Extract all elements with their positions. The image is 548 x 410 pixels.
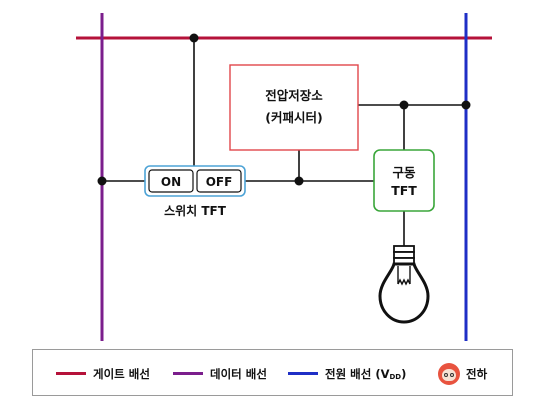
legend-data: 데이터 배선: [173, 350, 267, 397]
storage-label-line2: (커패시터): [265, 110, 322, 125]
storage-capacitor-box: [229, 64, 359, 151]
switch-off-label: OFF: [206, 175, 233, 189]
legend-box: 게이트 배선 데이터 배선 전원 배선 (VDD) 전하: [32, 349, 513, 396]
switch-off-button[interactable]: [196, 169, 242, 193]
junction-dot: [399, 100, 409, 110]
junction-dot: [461, 100, 471, 110]
brand: 전하: [438, 350, 487, 397]
junction-dot: [189, 33, 199, 43]
legend-data-label: 데이터 배선: [210, 366, 267, 381]
junction-dot: [294, 176, 304, 186]
brand-name: 전하: [466, 366, 488, 381]
wiring: [102, 38, 466, 246]
gate-line-swatch: [56, 372, 86, 375]
switch-tft-label: 스위치 TFT: [164, 203, 227, 218]
data-line-swatch: [173, 372, 203, 375]
drive-tft-box: [373, 149, 435, 212]
legend-power-label: 전원 배선 (VDD): [325, 366, 407, 381]
drive-tft-label-line1: 구동: [392, 165, 416, 180]
legend-gate: 게이트 배선: [56, 350, 150, 397]
drive-tft-label-line2: TFT: [391, 183, 417, 198]
storage-label-line1: 전압저장소: [265, 88, 323, 103]
switch-on-button[interactable]: [148, 169, 194, 193]
light-bulb-icon: [378, 245, 430, 324]
junction-dot: [97, 176, 107, 186]
brand-logo-icon: [438, 362, 460, 385]
legend-gate-label: 게이트 배선: [93, 366, 150, 381]
power-line-swatch: [288, 372, 318, 375]
legend-power: 전원 배선 (VDD): [288, 350, 406, 397]
switch-on-label: ON: [161, 175, 181, 189]
